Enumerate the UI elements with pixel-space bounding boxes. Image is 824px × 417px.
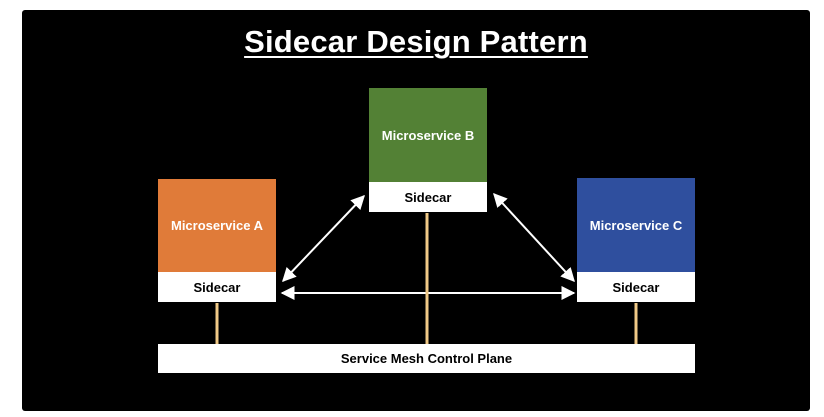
microservice-a-box: Microservice A [158, 179, 276, 272]
arrow-b-c [493, 192, 575, 283]
microservice-c-label: Microservice C [589, 217, 683, 233]
connections-layer [215, 192, 638, 344]
diagram-canvas: Sidecar Design Pattern Microservice B Si… [22, 10, 810, 411]
arrow-a-b [282, 194, 365, 283]
microservice-b-box: Microservice B [369, 88, 487, 182]
sidecar-a-label: Sidecar [193, 279, 241, 295]
control-plane-label: Service Mesh Control Plane [340, 351, 513, 366]
microservice-c-box: Microservice C [577, 178, 695, 272]
sidecar-c: Sidecar [577, 272, 695, 302]
sidecar-b: Sidecar [369, 182, 487, 212]
sidecar-b-label: Sidecar [404, 189, 452, 205]
sidecar-a: Sidecar [158, 272, 276, 302]
diagram-title: Sidecar Design Pattern [244, 24, 588, 59]
service-mesh-control-plane: Service Mesh Control Plane [158, 344, 695, 373]
microservice-a-label: Microservice A [170, 218, 263, 233]
sidecar-c-label: Sidecar [612, 279, 660, 295]
microservice-b-label: Microservice B [381, 127, 475, 143]
